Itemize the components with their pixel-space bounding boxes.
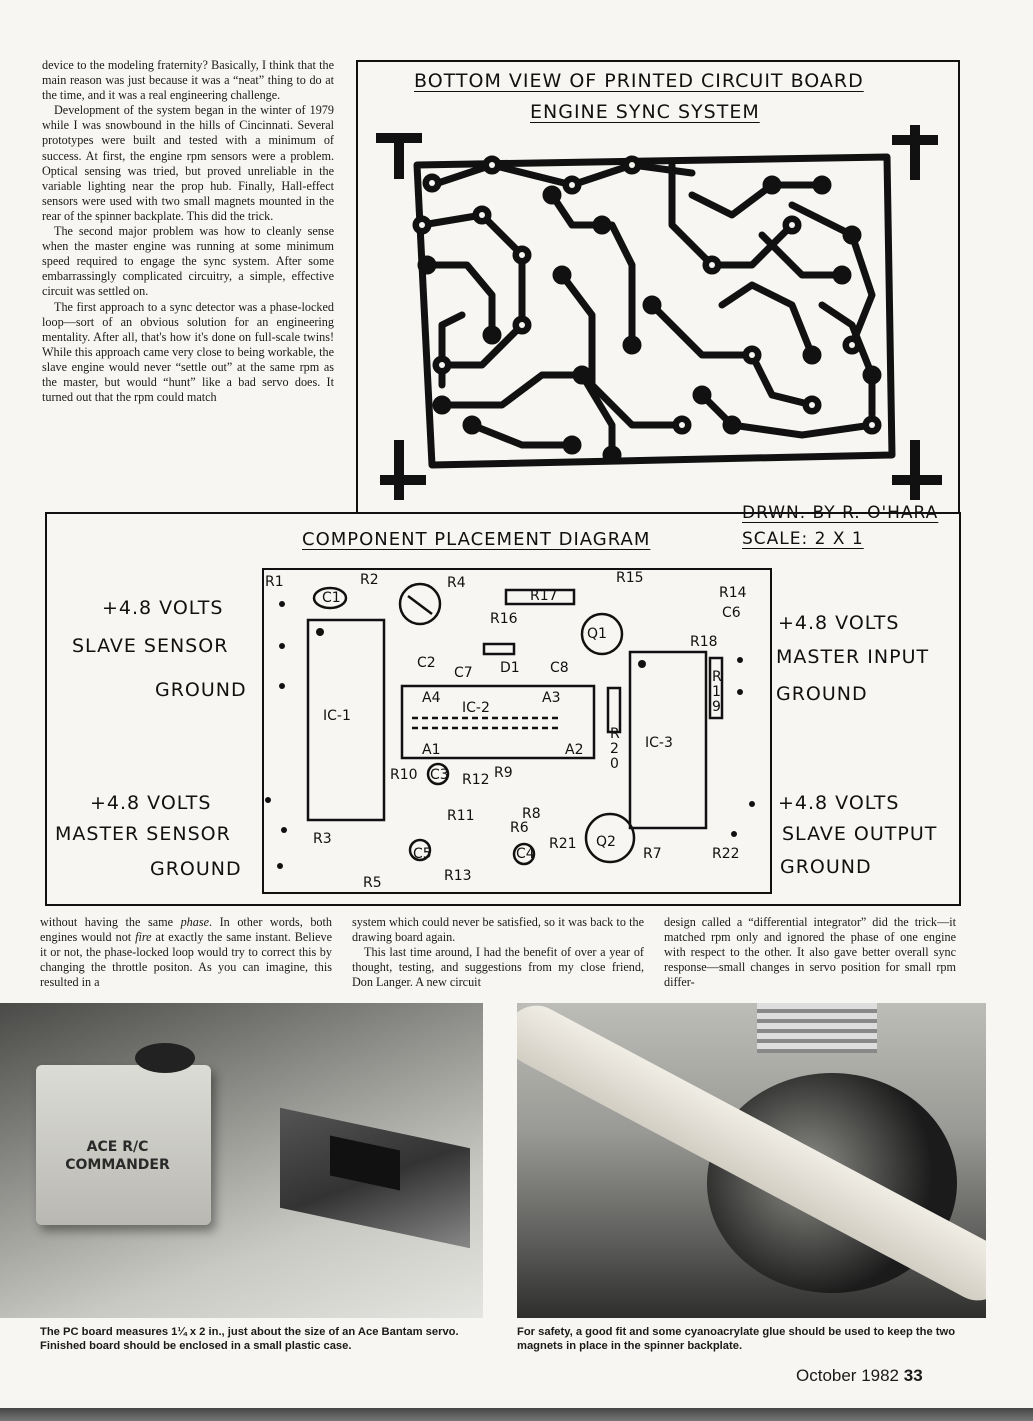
servo-label-line1: ACE R/C: [86, 1139, 149, 1155]
component-r7: R7: [643, 846, 662, 862]
component-r11: R11: [447, 808, 475, 824]
component-r18: R18: [690, 634, 718, 650]
photo-spinner-magnets: [517, 1003, 986, 1318]
label-master-sensor: MASTER SENSOR: [55, 823, 231, 845]
component-a2: A2: [565, 742, 584, 758]
component-a3: A3: [542, 690, 561, 706]
component-ic2: IC-2: [462, 700, 490, 716]
component-d1: D1: [500, 660, 520, 676]
photo-pc-board-servo: ACE R/C COMMANDER: [0, 1003, 483, 1318]
component-c5: C5: [413, 846, 432, 862]
label-master-input: MASTER INPUT: [776, 646, 930, 668]
component-r21: R21: [549, 836, 577, 852]
component-c3: C3: [430, 767, 449, 783]
scale-label: SCALE: 2 X 1: [742, 529, 864, 549]
component-r8: R8: [522, 806, 541, 822]
pcb-title: BOTTOM VIEW OF PRINTED CIRCUIT BOARD: [414, 70, 864, 92]
article-paragraph: without having the same phase. In other …: [40, 915, 332, 990]
bottom-column-2: system which could never be satisfied, s…: [352, 915, 644, 990]
component-r5: R5: [363, 875, 382, 891]
frame-join-left: [45, 512, 358, 514]
label-slave-power: +4.8 VOLTS: [102, 597, 224, 619]
component-r20: R20: [610, 726, 620, 772]
pcb-diagram-frame: [356, 60, 960, 512]
component-q1: Q1: [587, 626, 607, 642]
label-output-power: +4.8 VOLTS: [778, 792, 900, 814]
text-run: without having the same: [40, 915, 181, 929]
component-q2: Q2: [596, 834, 616, 850]
bottom-column-1: without having the same phase. In other …: [40, 915, 332, 990]
component-r15: R15: [616, 570, 644, 586]
servo-horn: [135, 1043, 195, 1073]
issue-date: October 1982: [796, 1366, 900, 1385]
component-r12: R12: [462, 772, 490, 788]
component-r17: R17: [530, 588, 558, 604]
servo-label-line2: COMMANDER: [65, 1157, 170, 1173]
component-r6: R6: [510, 820, 529, 836]
left-photo-caption: The PC board measures 1¼ x 2 in., just a…: [40, 1326, 459, 1352]
component-c1: C1: [322, 590, 341, 606]
component-r2: R2: [360, 572, 379, 588]
label-slave-ground: GROUND: [155, 679, 247, 701]
component-r14: R14: [719, 585, 747, 601]
label-master-power: +4.8 VOLTS: [90, 792, 212, 814]
article-paragraph: The second major problem was how to clea…: [42, 224, 334, 299]
left-article-column: device to the modeling fraternity? Basic…: [42, 58, 334, 405]
page-edge-shadow: [0, 1408, 1033, 1421]
article-paragraph: Development of the system began in the w…: [42, 103, 334, 223]
component-ic3: IC-3: [645, 735, 673, 751]
servo-case: [36, 1065, 211, 1225]
article-paragraph: design called a “differential integrator…: [664, 915, 956, 990]
label-input-power: +4.8 VOLTS: [778, 612, 900, 634]
component-r10: R10: [390, 767, 418, 783]
right-photo-caption: For safety, a good fit and some cyanoacr…: [517, 1326, 956, 1352]
label-master-ground: GROUND: [150, 858, 242, 880]
article-paragraph: device to the modeling fraternity? Basic…: [42, 58, 334, 103]
bottom-column-3: design called a “differential integrator…: [664, 915, 956, 990]
pcb-subtitle: ENGINE SYNC SYSTEM: [530, 101, 760, 123]
page-number: 33: [903, 1366, 923, 1385]
component-r16: R16: [490, 611, 518, 627]
component-ic1: IC-1: [323, 708, 351, 724]
component-r1: R1: [265, 574, 284, 590]
pcb-trace-artwork: [376, 125, 942, 500]
component-outlines: [265, 582, 755, 869]
component-a4: A4: [422, 690, 441, 706]
label-output-ground: GROUND: [780, 856, 872, 878]
label-slave-sensor: SLAVE SENSOR: [72, 635, 229, 657]
component-r19: R19: [712, 669, 722, 715]
label-slave-output: SLAVE OUTPUT: [782, 823, 938, 845]
emphasis-phase: phase: [180, 915, 210, 929]
component-r22: R22: [712, 846, 740, 862]
component-c7: C7: [454, 665, 473, 681]
label-input-ground: GROUND: [776, 683, 868, 705]
article-paragraph: This last time around, I had the benefit…: [352, 945, 644, 990]
article-paragraph: system which could never be satisfied, s…: [352, 915, 644, 945]
page-footer: October 1982 33: [796, 1366, 923, 1386]
component-c4: C4: [516, 846, 535, 862]
component-c6: C6: [722, 605, 741, 621]
component-a1: A1: [422, 742, 441, 758]
servo-label: ACE R/C COMMANDER: [55, 1138, 180, 1174]
component-c2: C2: [417, 655, 436, 671]
component-r9: R9: [494, 765, 513, 781]
text-run: at exactly the same instant. Believe it …: [40, 930, 332, 990]
text-run: . In other words, both engines would not: [40, 915, 332, 945]
component-diagram-title: COMPONENT PLACEMENT DIAGRAM: [302, 529, 651, 550]
component-c8: C8: [550, 660, 569, 676]
component-diagram-frame: [45, 512, 961, 906]
component-r3: R3: [313, 831, 332, 847]
article-paragraph: The first approach to a sync detector wa…: [42, 299, 334, 405]
engine-fins: [757, 1003, 877, 1053]
emphasis-fire: fire: [135, 930, 152, 945]
component-board-outline: [262, 568, 772, 894]
component-r4: R4: [447, 575, 466, 591]
component-r13: R13: [444, 868, 472, 884]
